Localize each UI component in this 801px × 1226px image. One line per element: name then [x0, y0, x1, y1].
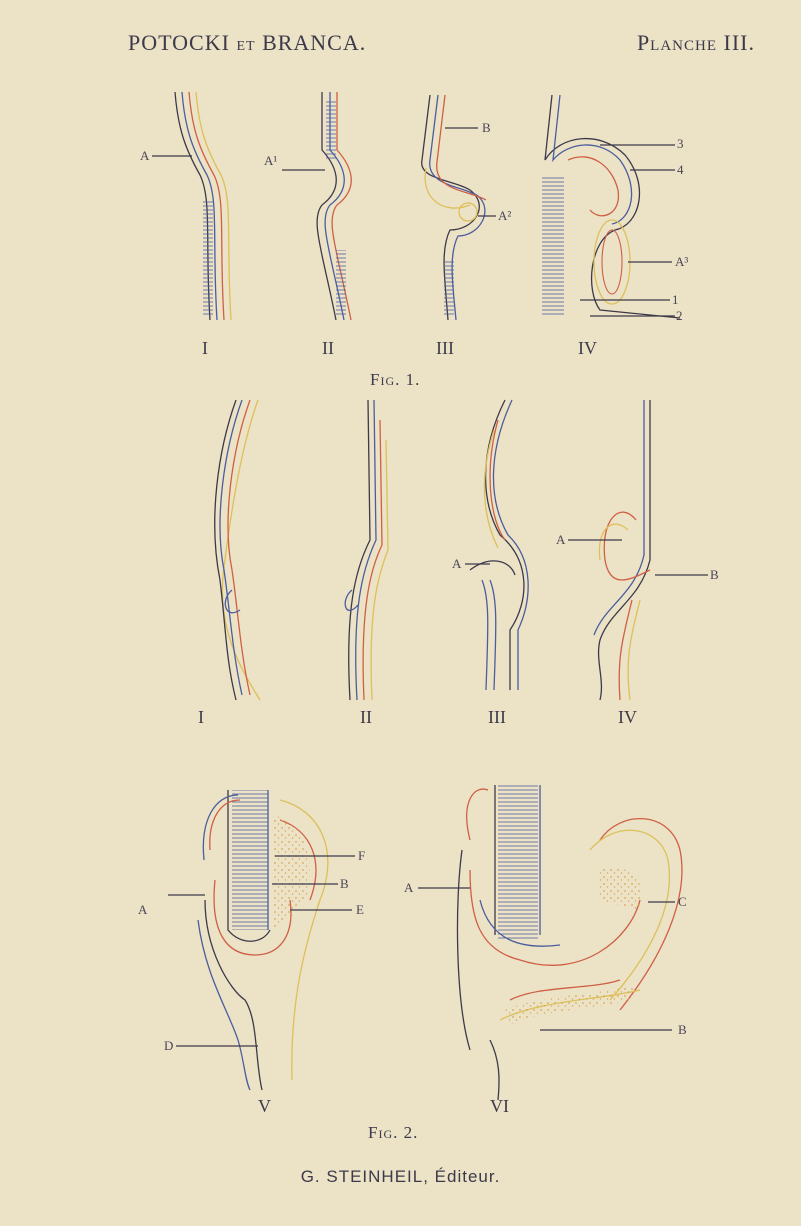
- fig2-ii-drawing: [344, 399, 389, 701]
- fig2-numeral-iii: III: [488, 707, 506, 727]
- header-authors: POTOCKI ET BRANCA.: [128, 30, 366, 56]
- fig1-label-3: 3: [677, 136, 684, 151]
- fig1-i-drawing: [174, 91, 232, 321]
- fig1-label-4: 4: [677, 162, 684, 177]
- fig2-label-a-vi: A: [404, 880, 414, 895]
- fig2-label-f: F: [358, 848, 366, 863]
- fig1-leader-lines: [152, 127, 496, 217]
- fig2-label-d: D: [164, 1038, 174, 1053]
- fig1-label-a2: A²: [498, 208, 512, 223]
- fig1-numeral-ii: II: [322, 338, 334, 358]
- fig2-iv-drawing: [568, 400, 708, 701]
- fig1-numeral-iv: IV: [578, 338, 597, 358]
- fig1-label-2: 2: [676, 308, 683, 323]
- fig2-caption: Fig. 2.: [368, 1123, 419, 1142]
- fig2-numeral-ii: II: [360, 707, 372, 727]
- fig1-caption: Fig. 1.: [370, 370, 421, 389]
- header-plate-word: Planche: [636, 30, 718, 55]
- fig2-numeral-vi: VI: [490, 1096, 509, 1116]
- fig1-label-a3: A³: [675, 254, 689, 269]
- fig1-iii-drawing: [421, 94, 487, 321]
- fig2-vi-drawing: [418, 785, 683, 1101]
- fig1-iv-drawing: [542, 94, 681, 319]
- fig1-ii-drawing: [316, 92, 352, 321]
- fig2-i-drawing: [214, 399, 261, 701]
- fig2-label-b-vi: B: [678, 1022, 687, 1037]
- header-author-2: BRANCA.: [262, 30, 367, 55]
- fig2-label-a-iv: A: [556, 532, 566, 547]
- fig2-numeral-i: I: [198, 707, 204, 727]
- fig2-label-e: E: [356, 902, 364, 917]
- fig2-label-c: C: [678, 894, 687, 909]
- fig2-label-b-v: B: [340, 876, 349, 891]
- header-plate-number: III.: [723, 30, 755, 55]
- fig2-numeral-v: V: [258, 1096, 271, 1116]
- fig1-numeral-i: I: [202, 338, 208, 358]
- fig2-label-a-v: A: [138, 902, 148, 917]
- fig2-label-b-iv: B: [710, 567, 719, 582]
- publisher-footer: G. STEINHEIL, Éditeur.: [300, 1167, 501, 1186]
- fig1-label-a1: A¹: [264, 153, 278, 168]
- fig2-numeral-iv: IV: [618, 707, 637, 727]
- fig1-label-a: A: [140, 148, 150, 163]
- fig1-label-1: 1: [672, 292, 679, 307]
- header-author-1: POTOCKI: [128, 30, 230, 55]
- fig1-numeral-iii: III: [436, 338, 454, 358]
- header-et: ET: [236, 39, 256, 54]
- fig2-v-drawing: [168, 790, 355, 1091]
- fig2-iii-drawing: [465, 399, 529, 691]
- fig2-label-a-iii: A: [452, 556, 462, 571]
- fig1-label-b: B: [482, 120, 491, 135]
- header-plate: Planche III.: [637, 30, 755, 56]
